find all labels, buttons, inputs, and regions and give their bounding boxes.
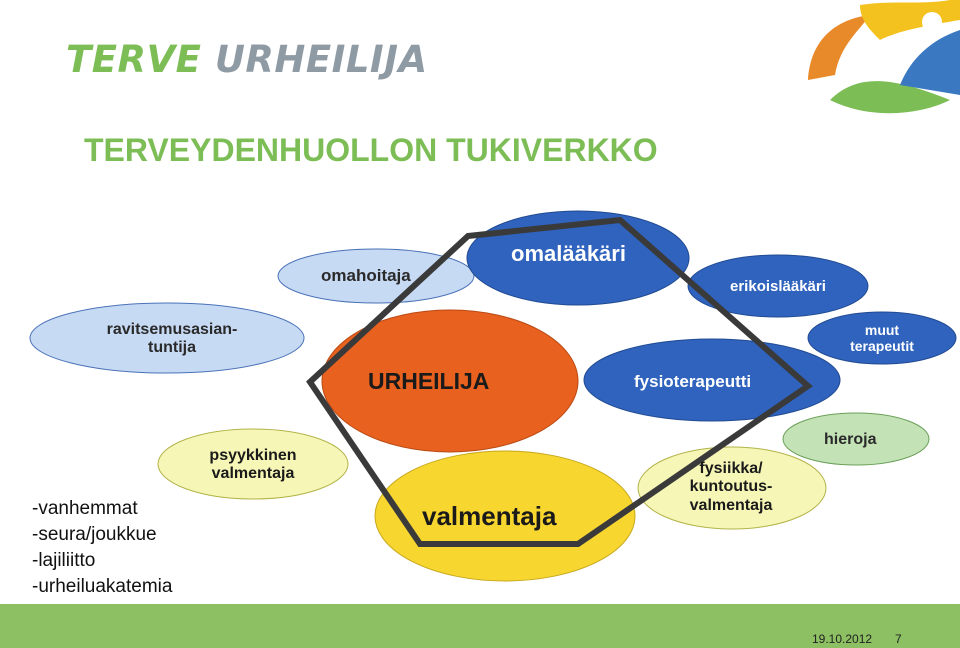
- node-hieroja: [782, 412, 930, 466]
- brand-word-urheilija: URHEILIJA: [214, 38, 428, 81]
- label-fysiikka-line1: fysiikka/: [699, 460, 763, 477]
- node-erikoislaakari: [687, 254, 869, 318]
- label-fysiikka-line2: kuntoutus-: [689, 478, 773, 496]
- label-psyykkinen-line1: psyykkinen: [209, 447, 297, 464]
- list-item: -seura/joukkue: [32, 524, 157, 545]
- node-omahoitaja: [277, 248, 475, 304]
- brand-word-terve: TERVE: [66, 38, 202, 81]
- support-groups-list: -vanhemmat -seura/joukkue -lajiliitto -u…: [32, 496, 172, 600]
- label-muut-terapeutit: muut terapeutit: [850, 322, 914, 354]
- label-fysioterapeutti: fysioterapeutti: [634, 372, 752, 391]
- label-ravitsemus-line1: ravitsemusasian-: [106, 321, 238, 338]
- label-psyykkinen-valmentaja: psyykkinen valmentaja: [209, 447, 296, 484]
- label-muut-line2: terapeutit: [850, 338, 914, 355]
- brand-logo-text: TERVE URHEILIJA: [66, 38, 428, 81]
- list-item: -lajiliitto: [32, 550, 96, 571]
- label-omalaakari: omalääkäri: [511, 241, 626, 266]
- label-erikoislaakari: erikoislääkäri: [730, 278, 826, 295]
- list-item: -urheiluakatemia: [32, 576, 173, 597]
- footer-bar: [0, 604, 960, 648]
- label-valmentaja: valmentaja: [422, 501, 557, 531]
- node-muut-terapeutit: [807, 311, 957, 365]
- node-valmentaja: [374, 450, 636, 582]
- label-fysiikka-kuntoutusvalmentaja: fysiikka/ kuntoutus- valmentaja: [690, 460, 773, 515]
- brand-graphic-icon: [808, 0, 960, 114]
- label-ravitsemusasiantuntija: ravitsemusasian- tuntija: [107, 321, 238, 358]
- page-number: 7: [895, 632, 902, 646]
- list-item: -vanhemmat: [32, 498, 138, 519]
- node-psyykkinen-valmentaja: [157, 428, 349, 500]
- label-psyykkinen-line2: valmentaja: [211, 465, 295, 483]
- network-hexagon-outline: [306, 216, 813, 547]
- node-ravitsemusasiantuntija: [29, 302, 305, 374]
- label-ravitsemus-line2: tuntija: [147, 339, 196, 357]
- node-urheilija: [321, 309, 579, 453]
- label-muut-line1: muut: [864, 322, 900, 338]
- label-fysiikka-line3: valmentaja: [689, 496, 773, 514]
- label-hieroja: hieroja: [824, 431, 877, 448]
- footer-date: 19.10.2012: [812, 632, 873, 646]
- label-omahoitaja: omahoitaja: [321, 266, 411, 285]
- slide-title: TERVEYDENHUOLLON TUKIVERKKO: [84, 132, 658, 168]
- label-urheilija: URHEILIJA: [368, 368, 490, 394]
